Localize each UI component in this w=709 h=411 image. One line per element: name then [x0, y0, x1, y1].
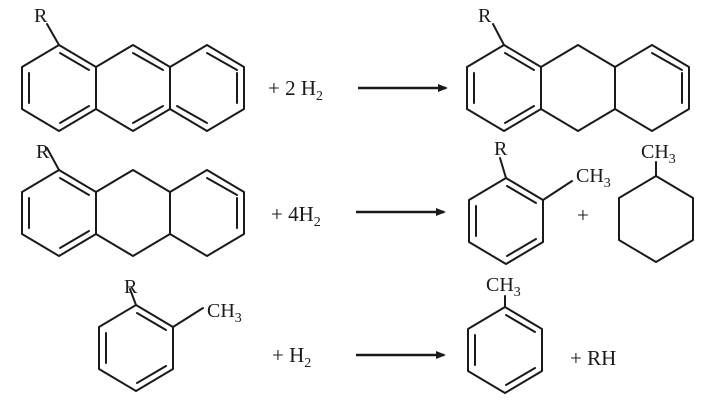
reactant-3-r-label: R [124, 276, 138, 298]
plus-sign-row-2: + [577, 203, 589, 227]
r-anthracene-structure: R [21, 5, 245, 132]
reagent-3-label: + H2 [272, 343, 311, 371]
substituent-r-label: R [34, 5, 48, 27]
rh-byproduct-label: + RH [570, 346, 616, 370]
r-tetrahydroanthracene-reactant-structure: R [21, 141, 245, 257]
methylcyclohexane-structure: CH3 [618, 141, 694, 263]
reactant-3-ch3-label: CH3 [207, 300, 242, 326]
r-toluene-product-structure: R CH3 [468, 138, 611, 265]
product-2-r-label: R [494, 138, 508, 160]
reagent-2-label: + 4H2 [271, 202, 321, 230]
reagent-1-label: + 2 H2 [268, 76, 323, 104]
product-1-r-label: R [478, 5, 492, 27]
methylcyclohexane-ch3-label: CH3 [641, 141, 676, 167]
reagent-2: + 4H2 [271, 202, 321, 230]
toluene-ch3-label: CH3 [486, 274, 521, 300]
product-2-ch3-label: CH3 [576, 165, 611, 191]
reagent-3: + H2 [272, 343, 311, 371]
toluene-product-structure: CH3 [467, 274, 543, 394]
reactant-2-r-label: R [36, 141, 50, 163]
r-tetrahydroanthracene-structure: R [466, 5, 690, 132]
reagent-1: + 2 H2 [268, 76, 323, 104]
r-toluene-reactant-structure: R CH3 [98, 276, 242, 392]
